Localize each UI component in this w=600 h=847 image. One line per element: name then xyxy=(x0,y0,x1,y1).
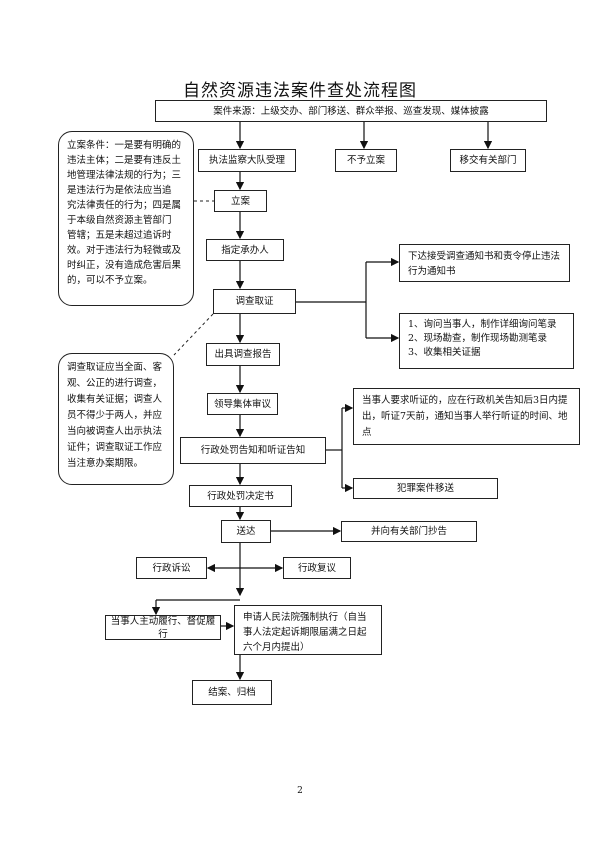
evidence-box: 1、询问当事人，制作详细询问笔录 2、现场勘查，制作现场勘测笔录 3、收集相关证… xyxy=(399,313,574,369)
note-line: 时纠正，没有造成危害后果 xyxy=(67,260,182,271)
case-source-box: 案件来源：上级交办、部门移送、群众举报、巡查发现、媒体披露 xyxy=(155,100,547,122)
hearing-rule-box: 当事人要求听证的，应在行政机关告知后3日内提出，听证7天前，通知当事人举行听证的… xyxy=(353,388,580,445)
decision-box: 行政处罚决定书 xyxy=(189,485,292,507)
page-number: 2 xyxy=(297,786,303,796)
case-conditions-note: 立案条件：一是要有明确的 违法主体；二是要有违反土 地管理法律法规的行为；三 是… xyxy=(58,131,194,306)
file-case-box: 立案 xyxy=(214,190,267,212)
enforce-box: 申请人民法院强制执行（自当事人法定起诉期限届满之日起六个月内提出） xyxy=(234,605,382,655)
note-line: 究法律责任的行为；四是属 xyxy=(67,200,182,211)
evidence-item: 1、询问当事人，制作详细询问笔录 xyxy=(408,319,557,330)
note-line: 当注意办案期限。 xyxy=(67,458,144,469)
report-box: 出具调查报告 xyxy=(206,343,280,366)
penalty-notice-box: 行政处罚告知和听证告知 xyxy=(180,437,326,464)
note-line: 员不得少于两人，并应 xyxy=(67,410,163,421)
enforce-text: 申请人民法院强制执行（自当事人法定起诉期限届满之日起六个月内提出） xyxy=(243,612,367,653)
cc-box: 并向有关部门抄告 xyxy=(341,521,477,542)
notice-text: 下达接受调查通知书和责令停止违法行为通知书 xyxy=(408,251,561,277)
investigate-box: 调查取证 xyxy=(213,289,296,314)
page-title: 自然资源违法案件查处流程图 xyxy=(183,81,417,101)
evidence-rule-note: 调查取证应当全面、客 观、公正的进行调查， 收集有关证据；调查人 员不得少于两人… xyxy=(58,353,174,485)
note-line: 调查取证应当全面、客 xyxy=(67,362,163,373)
notice-box: 下达接受调查通知书和责令停止违法行为通知书 xyxy=(399,244,570,282)
note-line: 观、公正的进行调查， xyxy=(67,378,163,389)
review-box: 领导集体审议 xyxy=(207,393,278,415)
note-line: 的，可以不予立案。 xyxy=(67,275,153,286)
transfer-box: 移交有关部门 xyxy=(450,149,526,172)
accept-box: 执法监察大队受理 xyxy=(198,149,296,172)
assign-box: 指定承办人 xyxy=(206,239,284,261)
note-line: 收集有关证据；调查人 xyxy=(67,394,163,405)
deliver-box: 送达 xyxy=(221,520,271,543)
no-case-box: 不予立案 xyxy=(335,149,397,172)
note-line: 证件；调查取证工作应 xyxy=(67,442,163,453)
note-line: 是违法行为是依法应当追 xyxy=(67,185,172,196)
close-box: 结案、归档 xyxy=(192,680,272,705)
note-line: 立案条件：一是要有明确的 xyxy=(67,140,182,151)
litigation-box: 行政诉讼 xyxy=(136,557,207,579)
note-line: 违法主体；二是要有违反土 xyxy=(67,155,182,166)
note-line: 地管理法律法规的行为；三 xyxy=(67,170,182,181)
hearing-rule-text: 当事人要求听证的，应在行政机关告知后3日内提出，听证7天前，通知当事人举行听证的… xyxy=(362,395,568,438)
note-line: 管辖；五是未超过追诉时 xyxy=(67,230,172,241)
note-line: 于本级自然资源主管部门 xyxy=(67,215,172,226)
evidence-item: 2、现场勘查，制作现场勘测笔录 xyxy=(408,333,548,344)
comply-box: 当事人主动履行、督促履行 xyxy=(105,615,221,640)
crime-transfer-box: 犯罪案件移送 xyxy=(353,478,498,499)
note-line: 效。对于违法行为轻微或及 xyxy=(67,245,182,256)
reconsider-box: 行政复议 xyxy=(283,557,351,579)
evidence-item: 3、收集相关证据 xyxy=(408,347,481,358)
note-line: 当向被调查人出示执法 xyxy=(67,426,163,437)
